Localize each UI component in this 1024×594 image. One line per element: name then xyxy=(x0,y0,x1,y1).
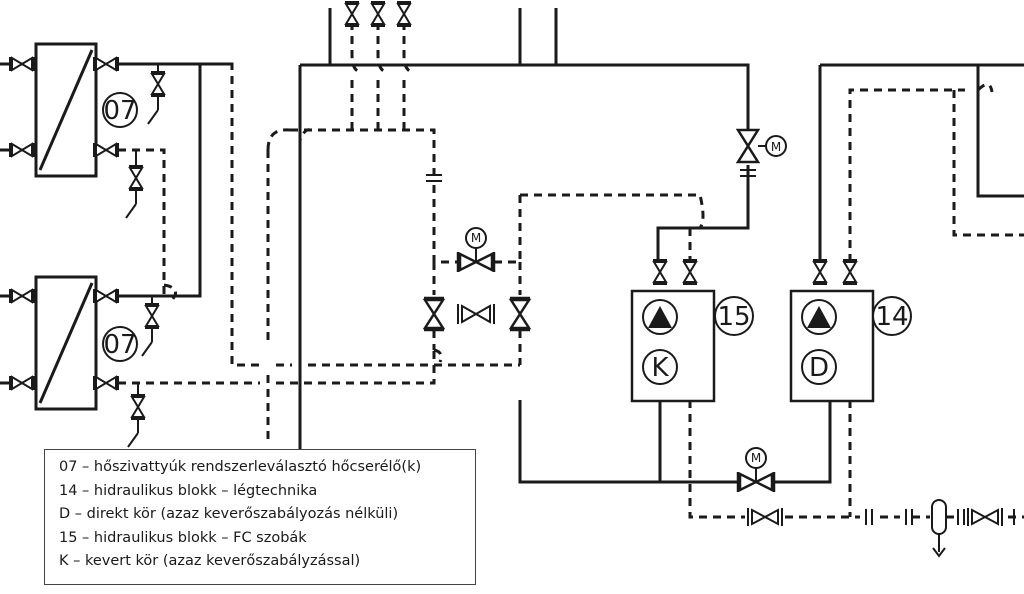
hydraulic-block-14: D xyxy=(789,289,875,403)
legend-item-k: K – kevert kör (azaz keverőszabályzással… xyxy=(59,553,361,569)
bottom-return-fittings xyxy=(747,499,1015,558)
block-14-number: 14 xyxy=(875,302,908,332)
return-pipes xyxy=(118,22,1024,519)
motorized-valve-bottom: M xyxy=(736,446,776,494)
supply-pipes xyxy=(0,8,1024,484)
motor-label: M xyxy=(471,231,481,245)
block-15-number: 15 xyxy=(717,302,750,332)
drain-valves xyxy=(125,64,166,448)
hx-bottom-label: 07 xyxy=(103,330,136,360)
legend-item-15: 15 – hidraulikus blokk – FC szobák xyxy=(59,529,307,546)
pump-icon xyxy=(807,306,831,328)
motor-label: M xyxy=(751,451,761,465)
hx-bottom-label-circle: 07 xyxy=(102,326,138,362)
motorized-valve-bypass: M xyxy=(456,226,496,274)
top-riser-valves xyxy=(344,1,412,27)
block-15-number-circle: 15 xyxy=(714,296,754,336)
legend-item-d: D – direkt kör (azaz keverőszabályozás n… xyxy=(59,506,399,522)
block-inlet-valves xyxy=(652,259,858,285)
hydraulic-block-15: K xyxy=(630,289,716,403)
heat-exchanger-top xyxy=(34,42,98,178)
motor-label: M xyxy=(771,140,781,154)
heat-exchanger-bottom xyxy=(34,275,98,411)
legend-item-07: 07 – hőszivattyúk rendszerleválasztó hőc… xyxy=(59,459,422,475)
legend-box: 07 – hőszivattyúk rendszerleválasztó hőc… xyxy=(44,449,476,585)
flange-pairs xyxy=(426,169,756,182)
pump-icon xyxy=(648,306,672,328)
hx-top-label-circle: 07 xyxy=(102,92,138,128)
block-14-number-circle: 14 xyxy=(872,296,912,336)
motorized-valve-main: M xyxy=(735,128,787,164)
balancing-valves xyxy=(422,296,532,332)
block-15-circuit-label: K xyxy=(651,353,669,383)
hx-top-label: 07 xyxy=(103,96,136,126)
block-14-circuit-label: D xyxy=(809,353,829,383)
legend-item-14: 14 – hidraulikus blokk – légtechnika xyxy=(59,482,318,499)
